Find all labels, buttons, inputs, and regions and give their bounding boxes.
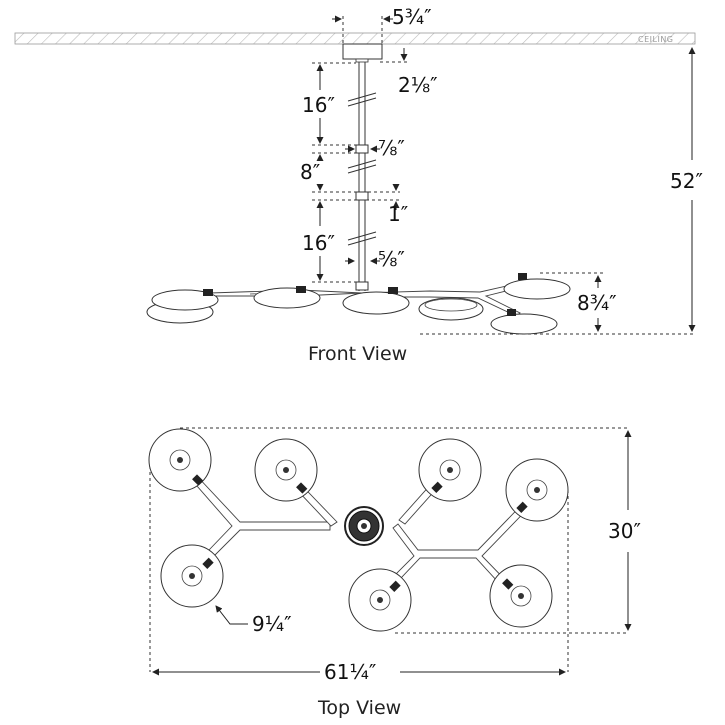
shade-front-5 <box>418 297 484 321</box>
shade-front-6 <box>503 278 571 300</box>
front-view: CEILING 5¾″ 2⅛″ 16″ <box>14 5 703 365</box>
front-view-label: Front View <box>308 343 407 365</box>
dim-stem-lower: 16″ <box>302 231 335 255</box>
ceiling-bar <box>14 32 696 45</box>
shade-front-2 <box>151 289 219 311</box>
dim-depth: 30″ <box>608 519 641 543</box>
shade-top-1 <box>148 428 212 492</box>
shade-front-4 <box>342 291 410 315</box>
joint <box>355 191 369 201</box>
shade-top-3 <box>418 438 482 502</box>
ceiling-label: CEILING <box>638 35 674 44</box>
hub <box>355 281 369 291</box>
top-view-label: Top View <box>317 697 401 719</box>
coupling <box>355 144 369 154</box>
dim-coupling: ⅞″ <box>378 136 405 160</box>
dim-shade-diameter: 9¼″ <box>252 612 292 636</box>
dim-overall-width: 61¼″ <box>324 660 376 684</box>
dim-stem-upper: 16″ <box>302 93 335 117</box>
shade-top-2 <box>254 438 318 502</box>
dim-canopy-height: 2⅛″ <box>398 73 438 97</box>
shade-top-5 <box>160 544 224 608</box>
canopy <box>342 43 383 60</box>
shade-front-3 <box>253 287 321 309</box>
dim-hub: ⅝″ <box>378 247 405 271</box>
dim-fixture-height: 8¾″ <box>577 291 617 315</box>
top-view: 30″ 9¼″ 61¼″ Top View <box>148 427 641 719</box>
dim-joint: 1″ <box>388 202 408 226</box>
dim-overall-height: 52″ <box>670 169 703 193</box>
shade-top-7 <box>489 564 553 628</box>
shade-top-4 <box>505 458 569 522</box>
shade-top-6 <box>348 568 412 632</box>
dim-stem-middle: 8″ <box>300 160 320 184</box>
dim-canopy-width: 5¾″ <box>392 5 432 29</box>
shade-front-7 <box>490 313 558 335</box>
